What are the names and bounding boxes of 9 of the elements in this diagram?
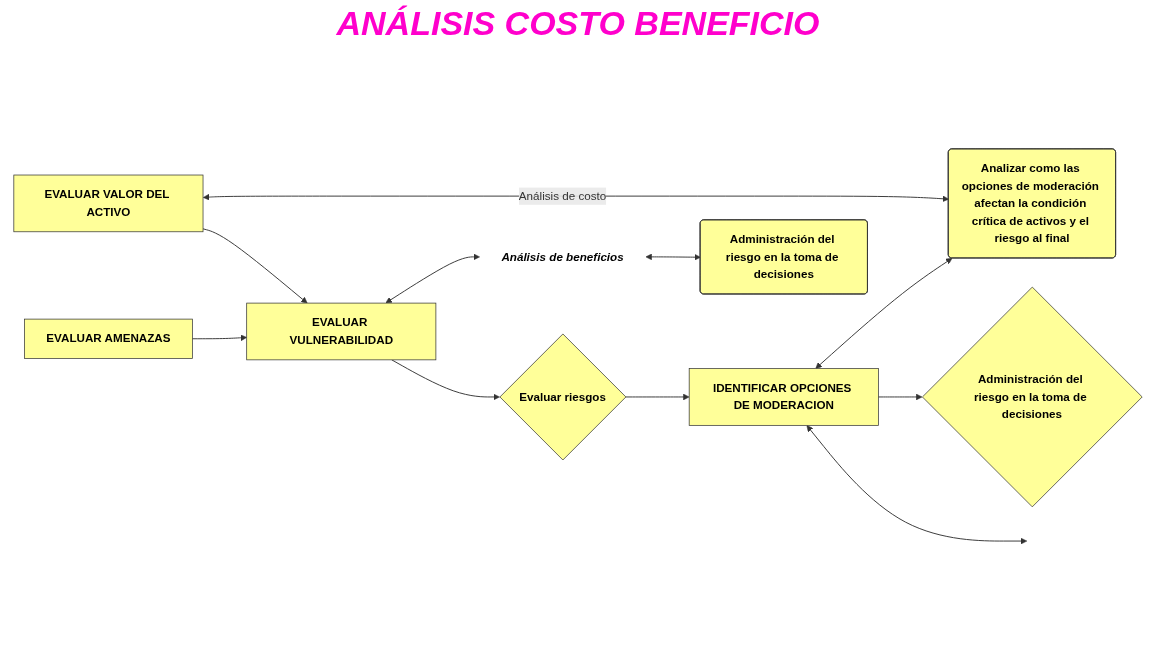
node-diamond: Administración del riesgo en la toma de decisiones [922,286,1143,507]
node-diamond: Evaluar riesgos [499,333,627,460]
node-box: IDENTIFICAR OPCIONES DE MODERACION [688,367,879,426]
node-box: EVALUAR VULNERABILIDAD [246,302,437,360]
node-text: Análisis de beneficios [501,249,624,263]
node-box: EVALUAR AMENAZAS [24,318,193,359]
node-box: EVALUAR VALOR DEL ACTIVO [13,174,204,232]
diagram-title: ANÁLISIS COSTO BENEFICIO [335,4,821,43]
edge-label: Análisis de costo [518,189,607,202]
